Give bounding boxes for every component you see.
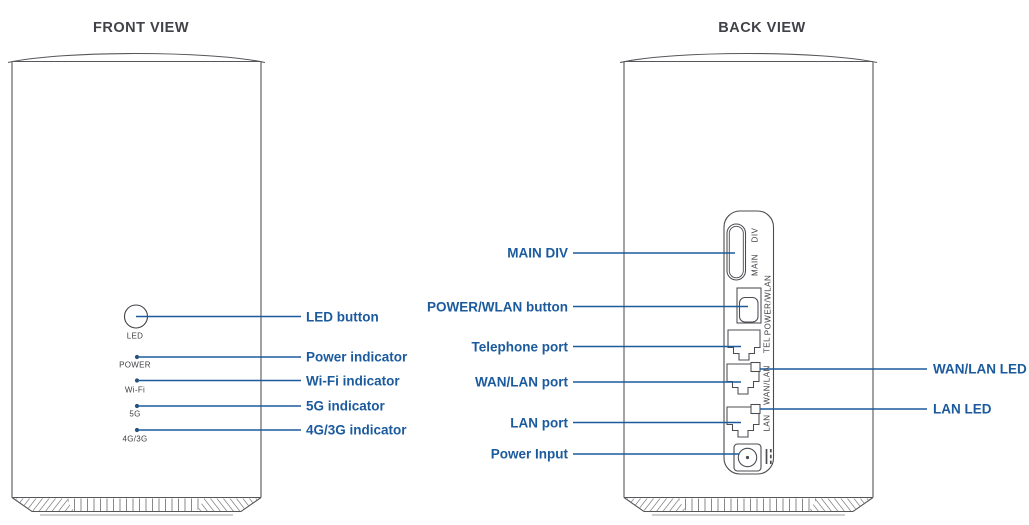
front-device-outline [7, 52, 266, 516]
callout-telephone-port: Telephone port [471, 339, 569, 354]
front-callout-lines [136, 315, 301, 431]
callout-lan-led: LAN LED [933, 401, 992, 417]
back-device-outline [619, 52, 878, 516]
callout-main-div: MAIN DIV [507, 245, 568, 261]
callout-wan-lan-led: WAN/LAN LED [933, 361, 1027, 377]
power-label: POWER [119, 360, 151, 370]
callout-power-wlan-button: POWER/WLAN button [427, 299, 568, 314]
back-view-title: BACK VIEW [718, 20, 806, 36]
power-wlan-label: POWER/WLAN [763, 274, 773, 336]
front-base-vents [13, 498, 260, 511]
led-label: LED [126, 331, 144, 341]
front-view-title: FRONT VIEW [92, 20, 190, 36]
back-base-vents [625, 498, 872, 511]
callout-power-input: Power Input [490, 446, 568, 462]
div-port-label: DIV [750, 227, 760, 243]
5g-label: 5G [129, 409, 141, 419]
wifi-label: Wi-Fi [124, 385, 146, 395]
4g3g-label: 4G/3G [122, 434, 148, 444]
callout-wifi-indicator: Wi-Fi indicator [306, 373, 400, 388]
main-port-label: MAIN [750, 254, 760, 276]
callout-led-button: LED button [306, 309, 379, 324]
wan-lan-port-label: WAN/LAN [762, 364, 772, 405]
tel-port-label: TEL [762, 336, 772, 354]
callout-5g-indicator: 5G indicator [306, 398, 385, 414]
power-wlan-button [736, 287, 762, 324]
main-div-antenna-slot [726, 223, 747, 281]
callout-lan-port: LAN port [510, 415, 568, 430]
dc-power-icon [765, 449, 772, 464]
wan-lan-led [750, 361, 761, 373]
back-callout-lines [573, 252, 927, 455]
callout-power-indicator: Power indicator [306, 349, 408, 365]
callout-wan-lan-port: WAN/LAN port [475, 374, 568, 390]
callout-4g3g-indicator: 4G/3G indicator [306, 422, 407, 438]
lan-port-label: LAN [762, 414, 772, 432]
lan-led [750, 403, 761, 415]
power-input-jack [733, 443, 762, 472]
